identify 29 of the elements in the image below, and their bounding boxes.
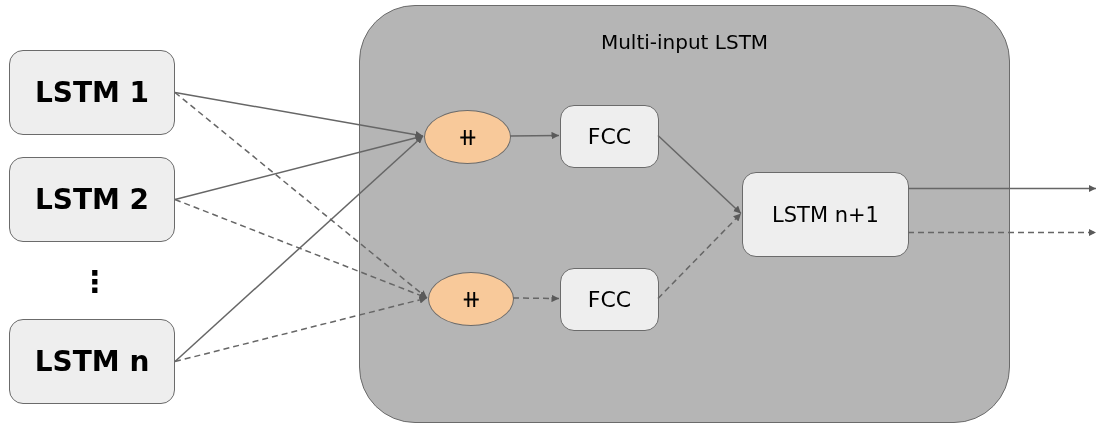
- concat-symbol: ⧺: [457, 123, 478, 151]
- layer-box: [560, 268, 659, 331]
- arrow: [174, 91, 428, 299]
- arrow: [657, 134, 742, 215]
- lstm-box: [742, 172, 909, 257]
- arrow: [174, 91, 424, 139]
- arrow: [174, 135, 424, 363]
- lstm-box: [9, 157, 175, 242]
- arrow: [174, 296, 428, 363]
- concat-symbol: ⧺: [460, 285, 482, 313]
- arrow: [657, 212, 742, 300]
- node-label: FCC: [587, 287, 632, 312]
- module-panel: [359, 5, 1010, 423]
- arrow: [509, 131, 560, 140]
- arrow: [174, 134, 424, 201]
- layer-box: [560, 105, 659, 168]
- ellipsis-label: ⋮: [80, 263, 110, 301]
- node-label: LSTM n: [34, 345, 150, 378]
- node-label: LSTM 2: [34, 183, 150, 216]
- arrow: [907, 228, 1097, 237]
- node-label: LSTM 1: [34, 76, 150, 109]
- arrow: [512, 294, 560, 303]
- arrow: [907, 184, 1097, 193]
- node-label: FCC: [587, 124, 632, 149]
- node-label: LSTM n+1: [772, 202, 879, 227]
- lstm-box: [9, 50, 175, 135]
- panel-title: Multi-input LSTM: [600, 30, 769, 54]
- arrow: [174, 198, 428, 299]
- lstm-box: [9, 319, 175, 404]
